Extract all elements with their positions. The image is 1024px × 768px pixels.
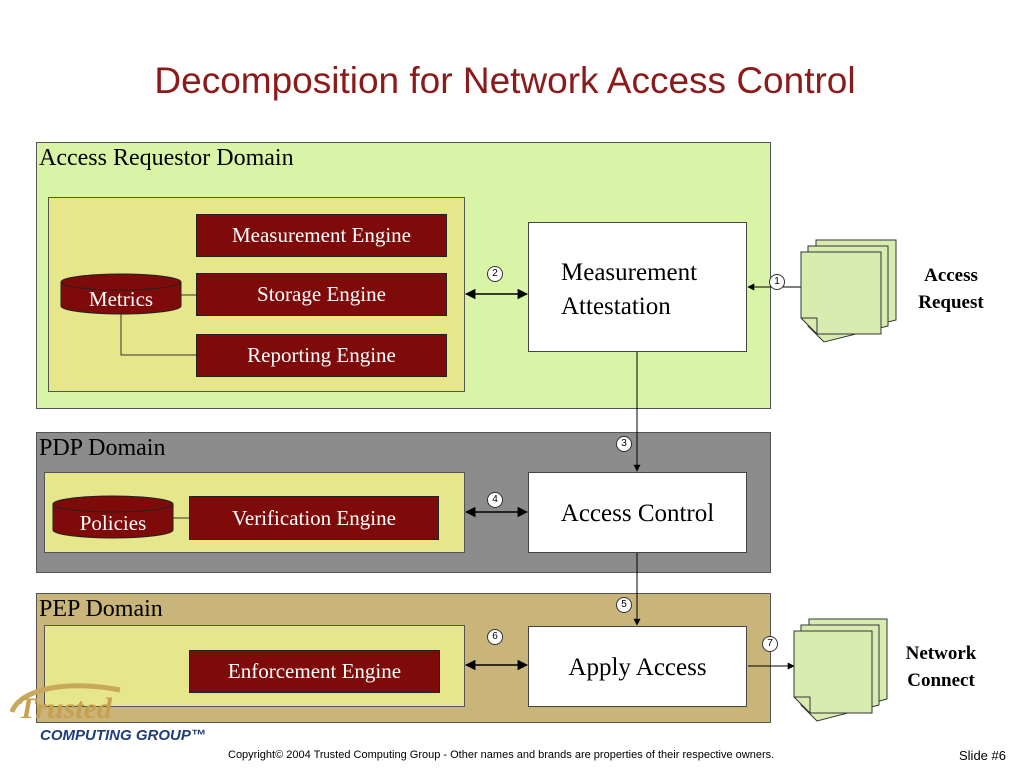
network-connect-line1: Network xyxy=(905,643,977,664)
storage-engine: Storage Engine xyxy=(196,273,447,316)
slide-title: Decomposition for Network Access Control xyxy=(154,60,856,101)
measurement-attestation-box: Measurement Attestation xyxy=(528,222,747,352)
enforcement-engine: Enforcement Engine xyxy=(189,650,440,693)
copyright-footer: Copyright© 2004 Trusted Computing Group … xyxy=(228,749,775,761)
pep-domain-label: PEP Domain xyxy=(39,596,163,622)
access-request-line2: Request xyxy=(918,292,984,313)
measurement-attestation-line2: Attestation xyxy=(561,293,671,320)
network-connect-line2: Connect xyxy=(907,670,975,691)
step-1-badge: 1 xyxy=(769,274,785,290)
step-2-badge: 2 xyxy=(487,266,503,282)
policies-database xyxy=(52,495,174,539)
metrics-label: Metrics xyxy=(88,287,154,311)
step-3-badge: 3 xyxy=(616,436,632,452)
pdp-domain-label: PDP Domain xyxy=(39,435,166,461)
apply-access-box: Apply Access xyxy=(528,626,747,707)
step-6-badge: 6 xyxy=(487,629,503,645)
network-connect-label: Network Connect xyxy=(895,640,987,694)
step-5-badge: 5 xyxy=(616,597,632,613)
reporting-engine: Reporting Engine xyxy=(196,334,447,377)
step-7-badge: 7 xyxy=(762,636,778,652)
svg-text:Trusted: Trusted xyxy=(18,692,113,725)
svg-text:COMPUTING GROUP™: COMPUTING GROUP™ xyxy=(40,727,206,744)
verification-engine: Verification Engine xyxy=(189,496,439,540)
policies-label: Policies xyxy=(79,511,147,535)
measurement-engine: Measurement Engine xyxy=(196,214,447,257)
step-4-badge: 4 xyxy=(487,492,503,508)
tcg-logo: Trusted COMPUTING GROUP™ xyxy=(9,683,206,744)
access-requestor-domain-label: Access Requestor Domain xyxy=(39,145,294,171)
measurement-attestation-line1: Measurement xyxy=(561,259,698,286)
slide-number: Slide #6 xyxy=(959,748,1006,763)
access-request-label: Access Request xyxy=(905,262,997,316)
metrics-database xyxy=(60,273,182,315)
metrics-reporting-link xyxy=(120,312,196,356)
access-control-box: Access Control xyxy=(528,472,747,553)
network-connect-documents xyxy=(793,618,888,722)
access-request-documents xyxy=(800,239,897,343)
access-request-line1: Access xyxy=(924,265,978,286)
